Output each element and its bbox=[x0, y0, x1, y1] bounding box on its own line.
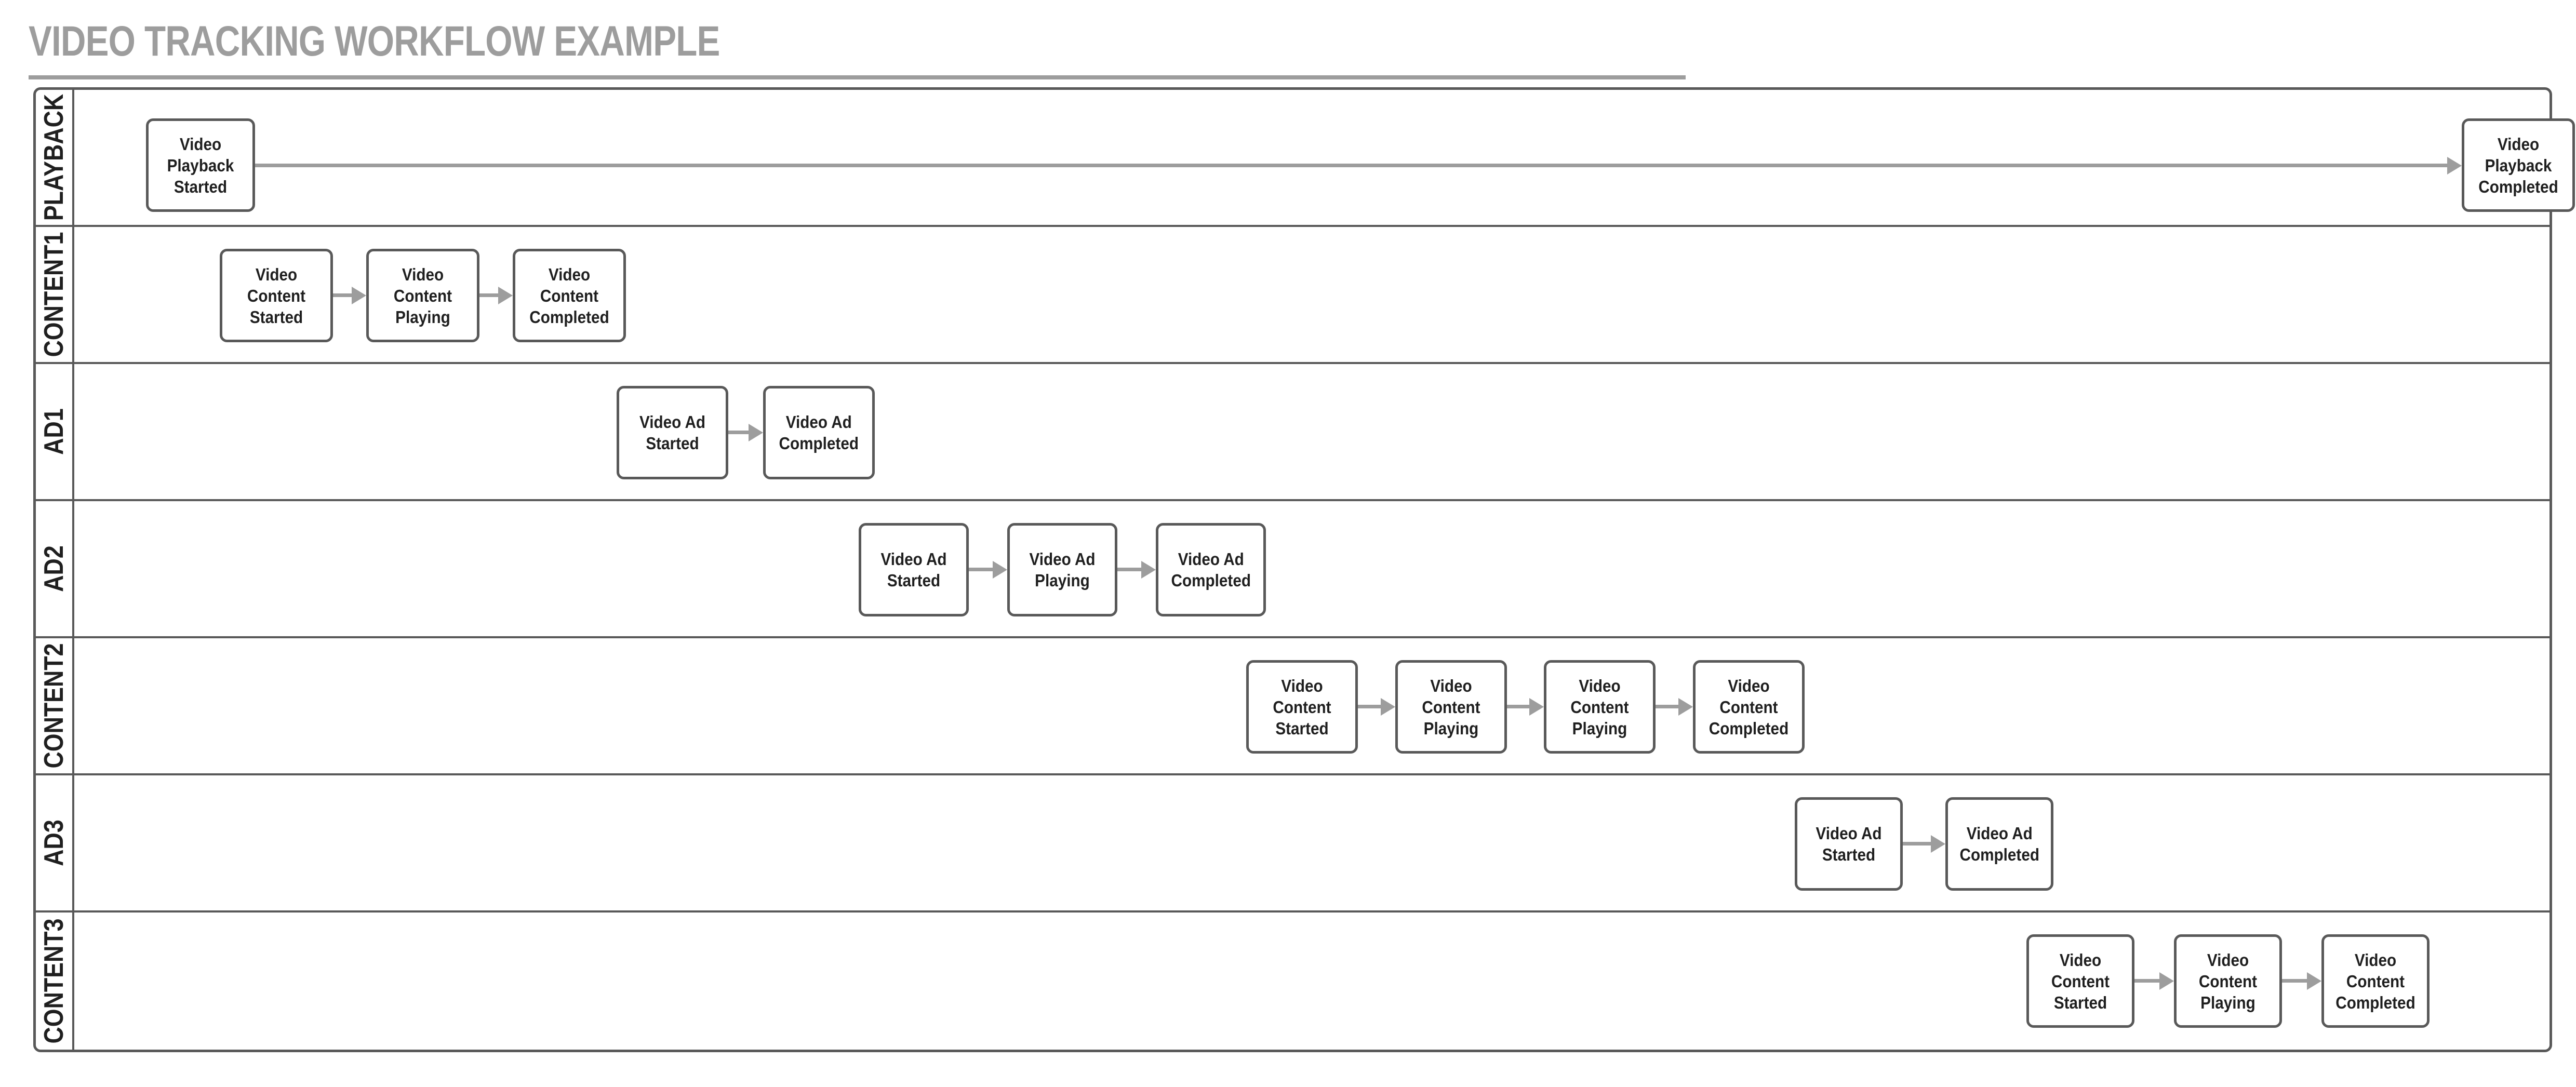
connector-c1-playing-to-c1-completed bbox=[479, 293, 498, 297]
node-label: Video Content Playing bbox=[2198, 950, 2258, 1012]
connector-playback-started-to-playback-completed bbox=[255, 164, 2447, 167]
node-ad3-completed[interactable]: Video Ad Completed bbox=[1945, 797, 2053, 891]
lane-body-content2: Video Content Started Video Content Playi… bbox=[74, 638, 2550, 773]
arrowhead-icon bbox=[498, 287, 513, 304]
lane-body-content1: Video Content Started Video Content Playi… bbox=[74, 227, 2550, 362]
node-c3-playing[interactable]: Video Content Playing bbox=[2174, 934, 2282, 1028]
node-ad1-started[interactable]: Video Ad Started bbox=[617, 386, 728, 479]
lane-header-ad3: AD3 bbox=[36, 775, 74, 910]
node-label: Video Ad Started bbox=[1816, 824, 1882, 864]
node-label: Video Content Completed bbox=[2335, 950, 2415, 1012]
node-label: Video Playback Completed bbox=[2478, 134, 2558, 196]
connector-c3-started-to-c3-playing bbox=[2134, 979, 2159, 983]
node-ad1-completed[interactable]: Video Ad Completed bbox=[763, 386, 875, 479]
node-c1-completed[interactable]: Video Content Completed bbox=[513, 249, 626, 342]
node-ad2-completed[interactable]: Video Ad Completed bbox=[1156, 523, 1266, 616]
node-c2-playing-1[interactable]: Video Content Playing bbox=[1395, 660, 1507, 754]
node-label: Video Content Playing bbox=[1422, 676, 1480, 738]
lane-header-playback: PLAYBACK bbox=[36, 90, 74, 225]
connector-c2-started-to-c2-playing-1 bbox=[1358, 705, 1381, 708]
node-label: Video Ad Completed bbox=[779, 412, 859, 453]
lane-body-ad2: Video Ad Started Video Ad Playing Video Ad… bbox=[74, 501, 2550, 636]
lane-label-ad1: AD1 bbox=[39, 408, 69, 455]
title-block: VIDEO TRACKING WORKFLOW EXAMPLE bbox=[29, 18, 1686, 80]
arrowhead-icon bbox=[2447, 157, 2462, 175]
arrowhead-icon bbox=[1931, 835, 1945, 853]
arrowhead-icon bbox=[352, 287, 366, 304]
node-label: Video Content Started bbox=[1273, 676, 1331, 738]
node-c1-started[interactable]: Video Content Started bbox=[220, 249, 333, 342]
node-c3-completed[interactable]: Video Content Completed bbox=[2321, 934, 2430, 1028]
swimlane-ad1: AD1 Video Ad Started Video Ad Completed bbox=[36, 364, 2550, 501]
lane-body-playback: Video Playback Started Video Playback Com… bbox=[74, 90, 2575, 225]
connector-ad2-playing-to-ad2-completed bbox=[1117, 568, 1141, 571]
node-label: Video Content Playing bbox=[1570, 676, 1629, 738]
node-label: Video Ad Playing bbox=[1029, 549, 1096, 590]
node-c2-playing-2[interactable]: Video Content Playing bbox=[1544, 660, 1656, 754]
node-c2-started[interactable]: Video Content Started bbox=[1246, 660, 1358, 754]
connector-c3-playing-to-c3-completed bbox=[2282, 979, 2307, 983]
node-ad2-playing[interactable]: Video Ad Playing bbox=[1007, 523, 1117, 616]
arrowhead-icon bbox=[749, 424, 763, 441]
node-label: Video Content Playing bbox=[393, 264, 452, 327]
node-playback-started[interactable]: Video Playback Started bbox=[146, 118, 255, 212]
node-label: Video Content Completed bbox=[529, 264, 609, 327]
connector-c1-started-to-c1-playing bbox=[333, 293, 352, 297]
connector-c2-playing-1-to-c2-playing-2 bbox=[1507, 705, 1529, 708]
page-title: VIDEO TRACKING WORKFLOW EXAMPLE bbox=[29, 18, 720, 65]
lane-label-ad3: AD3 bbox=[39, 820, 69, 866]
arrowhead-icon bbox=[1678, 698, 1693, 716]
node-label: Video Content Started bbox=[2051, 950, 2110, 1012]
lane-header-content3: CONTENT3 bbox=[36, 912, 74, 1050]
node-label: Video Content Started bbox=[247, 264, 306, 327]
arrowhead-icon bbox=[1529, 698, 1544, 716]
title-divider bbox=[29, 75, 1686, 79]
connector-ad1-started-to-ad1-completed bbox=[728, 431, 749, 434]
node-ad2-started[interactable]: Video Ad Started bbox=[859, 523, 969, 616]
node-label: Video Playback Started bbox=[167, 134, 234, 196]
swimlane-ad3: AD3 Video Ad Started Video Ad Completed bbox=[36, 775, 2550, 912]
lane-header-ad2: AD2 bbox=[36, 501, 74, 636]
node-playback-completed[interactable]: Video Playback Completed bbox=[2462, 118, 2575, 212]
connector-ad2-started-to-ad2-playing bbox=[969, 568, 993, 571]
lane-header-ad1: AD1 bbox=[36, 364, 74, 499]
arrowhead-icon bbox=[993, 561, 1007, 579]
lane-body-content3: Video Content Started Video Content Playi… bbox=[74, 912, 2550, 1050]
arrowhead-icon bbox=[1141, 561, 1156, 579]
node-c2-completed[interactable]: Video Content Completed bbox=[1693, 660, 1805, 754]
lane-label-content2: CONTENT2 bbox=[39, 643, 69, 769]
connector-c2-playing-2-to-c2-completed bbox=[1656, 705, 1678, 708]
node-label: Video Ad Completed bbox=[1959, 824, 2039, 864]
lane-label-content1: CONTENT1 bbox=[39, 232, 69, 357]
lane-label-content3: CONTENT3 bbox=[39, 918, 69, 1044]
lane-header-content1: CONTENT1 bbox=[36, 227, 74, 362]
lane-label-ad2: AD2 bbox=[39, 545, 69, 592]
connector-ad3-started-to-ad3-completed bbox=[1903, 842, 1931, 846]
arrowhead-icon bbox=[2159, 972, 2174, 990]
lane-label-playback: PLAYBACK bbox=[39, 93, 69, 221]
lane-body-ad1: Video Ad Started Video Ad Completed bbox=[74, 364, 2550, 499]
node-c3-started[interactable]: Video Content Started bbox=[2026, 934, 2134, 1028]
arrowhead-icon bbox=[2307, 972, 2321, 990]
lane-header-content2: CONTENT2 bbox=[36, 638, 74, 773]
node-c1-playing[interactable]: Video Content Playing bbox=[366, 249, 479, 342]
arrowhead-icon bbox=[1381, 698, 1395, 716]
node-label: Video Ad Started bbox=[639, 412, 706, 453]
node-ad3-started[interactable]: Video Ad Started bbox=[1795, 797, 1903, 891]
node-label: Video Content Completed bbox=[1709, 676, 1789, 738]
node-label: Video Ad Completed bbox=[1171, 549, 1251, 590]
node-label: Video Ad Started bbox=[880, 549, 947, 590]
lane-body-ad3: Video Ad Started Video Ad Completed bbox=[74, 775, 2550, 910]
